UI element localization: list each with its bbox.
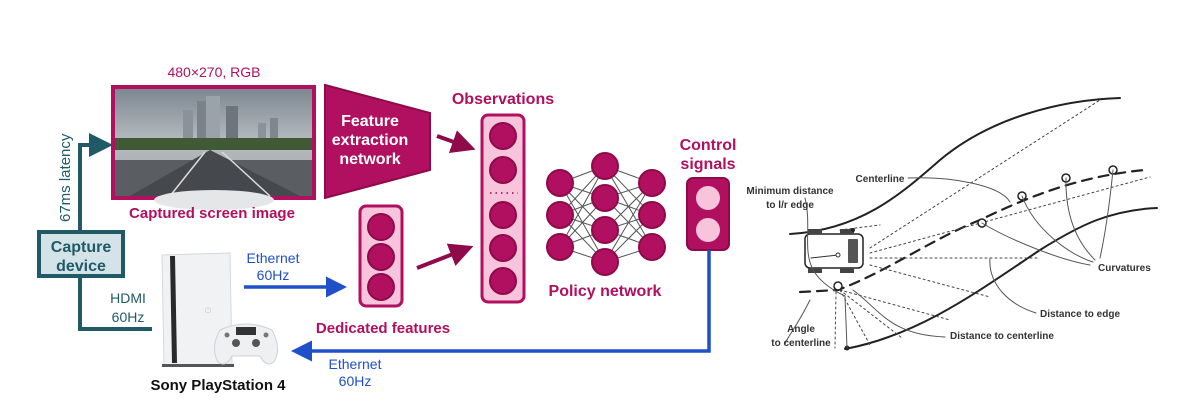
- centerline-label: Centerline: [856, 174, 905, 185]
- outer-edge: [789, 97, 1121, 235]
- controller-icon: [214, 323, 278, 365]
- network-edge: [559, 165, 606, 248]
- feature-extraction-network: Feature extraction network: [324, 83, 431, 200]
- network-node: [591, 152, 619, 180]
- dedicated-features-vector: [358, 204, 404, 308]
- network-node: [546, 233, 574, 261]
- feature-to-observations-arrow: [436, 130, 476, 153]
- ethernet-in-label-1: Ethernet: [247, 250, 300, 266]
- control-to-console-line: [291, 250, 711, 362]
- control-signals-label-2: signals: [680, 156, 735, 173]
- capture-device-box: Capture device: [37, 230, 125, 278]
- track-diagram: Centerline Minimum distance to l/r edge …: [746, 97, 1158, 351]
- svg-text:⏻: ⏻: [205, 306, 212, 315]
- ethernet-out-label-2: 60Hz: [339, 373, 372, 389]
- console-label: Sony PlayStation 4: [150, 377, 286, 394]
- dedicated-features-label: Dedicated features: [316, 320, 450, 337]
- curvatures-label: Curvatures: [1098, 263, 1151, 274]
- observations-label: Observations: [452, 91, 554, 108]
- network-node: [591, 216, 619, 244]
- hdmi-label-1: HDMI: [110, 290, 146, 306]
- latency-label: 67ms latency: [57, 133, 74, 222]
- inner-edge: [844, 207, 1158, 350]
- vehicle-icon: [804, 229, 864, 273]
- resolution-label: 480×270, RGB: [167, 64, 260, 80]
- network-node: [546, 201, 574, 229]
- capture-device-label-1: Capture: [51, 239, 112, 256]
- policy-network-label: Policy network: [549, 283, 662, 300]
- network-node: [638, 201, 666, 229]
- network-node: [638, 233, 666, 261]
- min-distance-label-2: to l/r edge: [766, 200, 814, 211]
- policy-network: [546, 152, 666, 276]
- network-node: [638, 169, 666, 197]
- network-node: [591, 184, 619, 212]
- distance-to-edge-label: Distance to edge: [1040, 309, 1120, 320]
- network-edge: [604, 182, 653, 263]
- angle-label-1: Angle: [787, 324, 815, 335]
- network-node: [591, 248, 619, 276]
- feature-extraction-label-2: extraction: [332, 132, 408, 149]
- control-signals-label-1: Control: [680, 137, 737, 154]
- ethernet-in-label-2: 60Hz: [257, 267, 290, 283]
- feature-extraction-label-3: network: [339, 151, 400, 168]
- observations-vector: [480, 113, 526, 304]
- capture-device-label-2: device: [56, 258, 106, 275]
- distance-to-centerline-label: Distance to centerline: [950, 331, 1054, 342]
- feature-extraction-label-1: Feature: [341, 113, 399, 130]
- hdmi-connector: [78, 275, 152, 331]
- min-distance-label-1: Minimum distance: [746, 186, 834, 197]
- captured-screen-image: [111, 85, 316, 210]
- angle-label-2: to centerline: [771, 338, 831, 349]
- hdmi-label-2: 60Hz: [112, 309, 145, 325]
- latency-connector: [78, 133, 113, 232]
- playstation-console-icon: ⏻: [161, 252, 234, 367]
- network-node: [546, 169, 574, 197]
- ethernet-out-label-1: Ethernet: [329, 356, 382, 372]
- control-signals-vector: [686, 177, 730, 251]
- dedicated-to-observations-arrow: [416, 243, 474, 270]
- captured-screen-label: Captured screen image: [129, 205, 295, 222]
